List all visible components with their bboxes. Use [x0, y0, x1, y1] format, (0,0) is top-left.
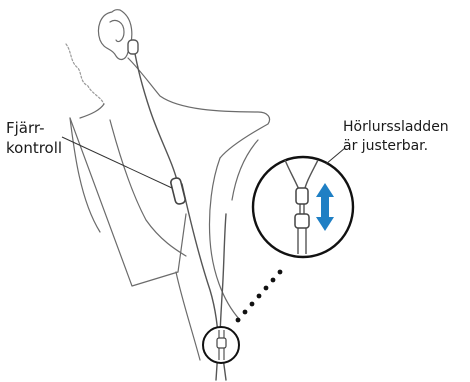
- slider-upper: [296, 188, 308, 204]
- left-body: [70, 118, 100, 232]
- remote-label-line-1: Fjärr-: [6, 118, 62, 138]
- cable-right: [220, 214, 226, 340]
- remote-label: Fjärr- kontroll: [6, 118, 62, 158]
- bottom-fold: [176, 272, 200, 360]
- adjustable-label: Hörlurssladden är justerbar.: [343, 118, 449, 156]
- earbud-icon: [128, 40, 138, 54]
- left-lapel: [70, 118, 186, 286]
- hair-line: [66, 44, 104, 104]
- right-lapel: [232, 140, 258, 200]
- magnified-circle: [253, 157, 353, 257]
- dotted-connector: [236, 270, 283, 323]
- collar-left: [80, 104, 104, 118]
- ear: [99, 10, 132, 60]
- cable-left-upper: [134, 48, 178, 184]
- person-outline: [66, 10, 270, 360]
- adjustable-label-line-2: är justerbar.: [343, 137, 449, 156]
- slider-lower: [295, 214, 309, 228]
- small-circle-slider: [217, 338, 226, 348]
- ear-inner: [110, 20, 124, 41]
- remote-label-line-2: kontroll: [6, 138, 62, 158]
- remote-icon: [170, 177, 186, 205]
- adjustable-label-line-1: Hörlurssladden: [343, 118, 449, 137]
